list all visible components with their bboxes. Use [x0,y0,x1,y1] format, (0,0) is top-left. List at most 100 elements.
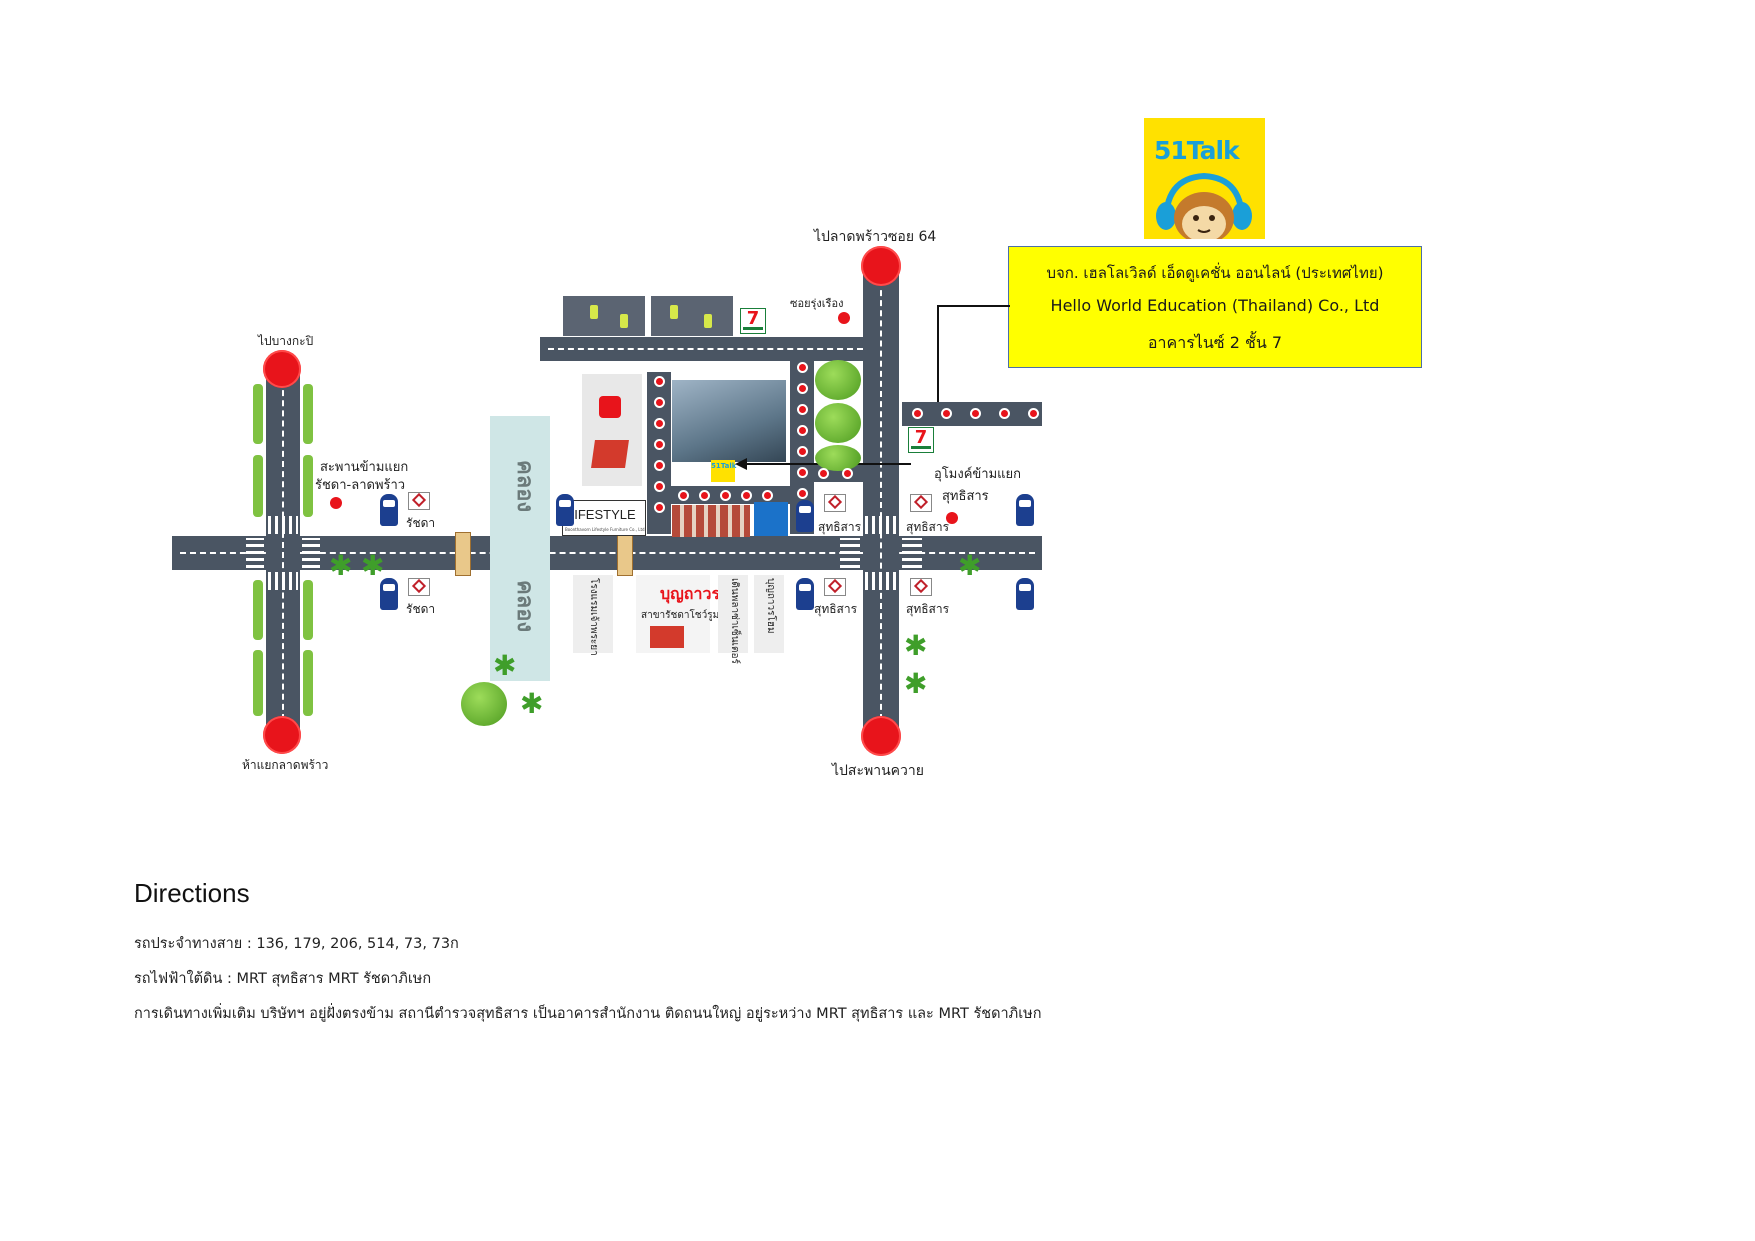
road-end-marker [263,716,301,754]
station-entrance-icon [1016,578,1034,610]
hedge [253,455,263,517]
hotel-building [573,575,613,653]
road-dot [970,408,981,419]
parking-lot [651,296,733,336]
station-entrance-icon [380,494,398,526]
mrt-icon [910,578,932,596]
mrt-station-label: รัชดา [406,516,436,530]
road-dot [654,460,665,471]
crosswalk [268,572,298,590]
road-dot [654,418,665,429]
company-info-box: บจก. เฮลโลเวิลด์ เอ็ดดูเคชั่น ออนไลน์ (ป… [1008,246,1422,368]
road-dot [818,468,829,479]
crosswalk [268,516,298,534]
road-dot [797,404,808,415]
boonthavorn-branch-label: สาขารัชดาโชว์รูม [641,610,720,621]
label-west-bangkapi: ไปบางกะปิ [258,334,314,348]
canal-bridge [455,532,471,576]
mrt-icon [408,492,430,510]
mrt-station-label: สุทธิสาร [818,520,862,534]
road-dot [941,408,952,419]
mrt-icon [910,494,932,512]
label-tunnel-line1: อุโมงค์ข้ามแยก [934,467,1022,482]
palm-tree-icon: ✱ [904,667,928,700]
company-logo: 51Talk [1144,118,1265,239]
mrt-station-label: สุทธิสาร [906,602,950,616]
car-icon [620,314,628,328]
crosswalk [902,538,922,568]
road-dot [797,425,808,436]
palm-tree-icon: ✱ [493,649,517,682]
bank-building [754,502,788,536]
seven-eleven-icon: 7 [908,427,934,453]
palm-tree-icon: ✱ [520,687,544,720]
tree [815,360,861,400]
plaza-building [718,575,748,653]
road-dot [654,439,665,450]
hedge [253,384,263,444]
canal-bridge [617,532,633,576]
road-dot [797,467,808,478]
hedge [303,650,313,716]
crosswalk [865,572,897,590]
mrt-icon [824,578,846,596]
boonthavorn-building [582,374,642,486]
hedge [303,455,313,517]
canal [490,416,550,681]
hedge [253,580,263,640]
road-end-marker [861,246,901,286]
crosswalk [840,538,860,568]
additional-directions: การเดินทางเพิ่มเติม บริษัทฯ อยู่ฝั่งตรงข… [134,1006,1042,1022]
tree [461,682,507,726]
office-location-mini-logo: 51Talk [711,460,736,482]
lifestyle-caption: Boonthavorn Lifestyle Furniture Co., Ltd… [565,527,646,532]
palm-tree-icon: ✱ [361,549,385,582]
seven-eleven-icon: 7 [740,308,766,334]
road-dot [699,490,710,501]
canal-label-north: คลอง [512,460,537,513]
subway-stations: รถไฟฟ้าใต้ดิน : MRT สุทธิสาร MRT รัชดาภิ… [134,971,432,987]
car-icon [590,305,598,319]
road-dot [797,488,808,499]
road-dot [678,490,689,501]
shophouse-row [672,505,750,537]
tunnel-marker [946,512,958,524]
mrt-icon [408,578,430,596]
car-icon [670,305,678,319]
hedge [303,580,313,640]
palm-tree-icon: ✱ [904,629,928,662]
label-overpass-line2: รัชดา-ลาดพร้าว [315,478,406,493]
road-end-marker [861,716,901,756]
lifestyle-store-sign: LIFESTYLE Boonthavorn Lifestyle Furnitur… [562,500,646,536]
pointer-line [937,305,1010,404]
road-dot [999,408,1010,419]
plaza-label: เดินพลาซ่าเซ็นเตอร์ [729,578,740,664]
label-south-saphan-khwai: ไปสะพานควาย [832,763,924,779]
bridge-marker [330,497,342,509]
label-ha-yaek-ladprao: ห้าแยกลาดพร้าว [242,758,329,772]
directions-heading: Directions [134,878,250,908]
crosswalk [246,538,264,568]
road-dot [654,376,665,387]
home-store-building [754,575,784,653]
mrt-station-label: รัชดา [406,602,436,616]
parking-lot [563,296,645,336]
road-lane-marking [548,348,863,350]
mrt-station-label: สุทธิสาร [814,602,858,616]
hotel-label: โรงแรมเจ้าพระยา [588,578,599,656]
soi-marker [838,312,850,324]
mrt-station-label: สุทธิสาร [906,520,950,534]
road-dot [741,490,752,501]
road-lane-marking [180,552,1035,554]
station-entrance-icon [556,494,574,526]
hedge [303,384,313,444]
red-roof-building [650,626,684,648]
road-dot [720,490,731,501]
label-soi-rungrueang: ซอยรุ่งเรือง [790,297,844,310]
tree [815,403,861,443]
road-dot [654,397,665,408]
station-entrance-icon [1016,494,1034,526]
road-dot [797,362,808,373]
lifestyle-brand: LIFESTYLE [567,507,636,522]
palm-tree-icon: ✱ [329,549,353,582]
